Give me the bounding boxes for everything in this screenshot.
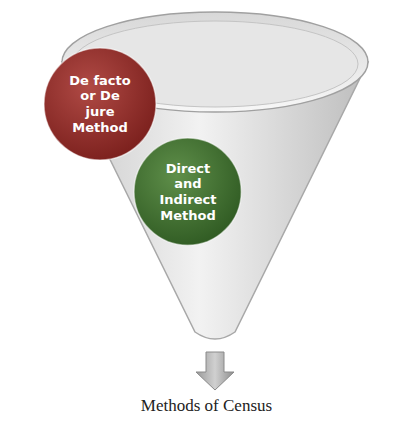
- method-label: De facto or De jure Method: [64, 73, 136, 135]
- method-circle: De facto or De jure Method: [42, 46, 158, 162]
- method-circle: Direct and Indirect Method: [132, 136, 243, 247]
- down-arrow: [196, 352, 234, 390]
- caption: Methods of Census: [0, 396, 413, 416]
- method-label: Direct and Indirect Method: [152, 161, 224, 223]
